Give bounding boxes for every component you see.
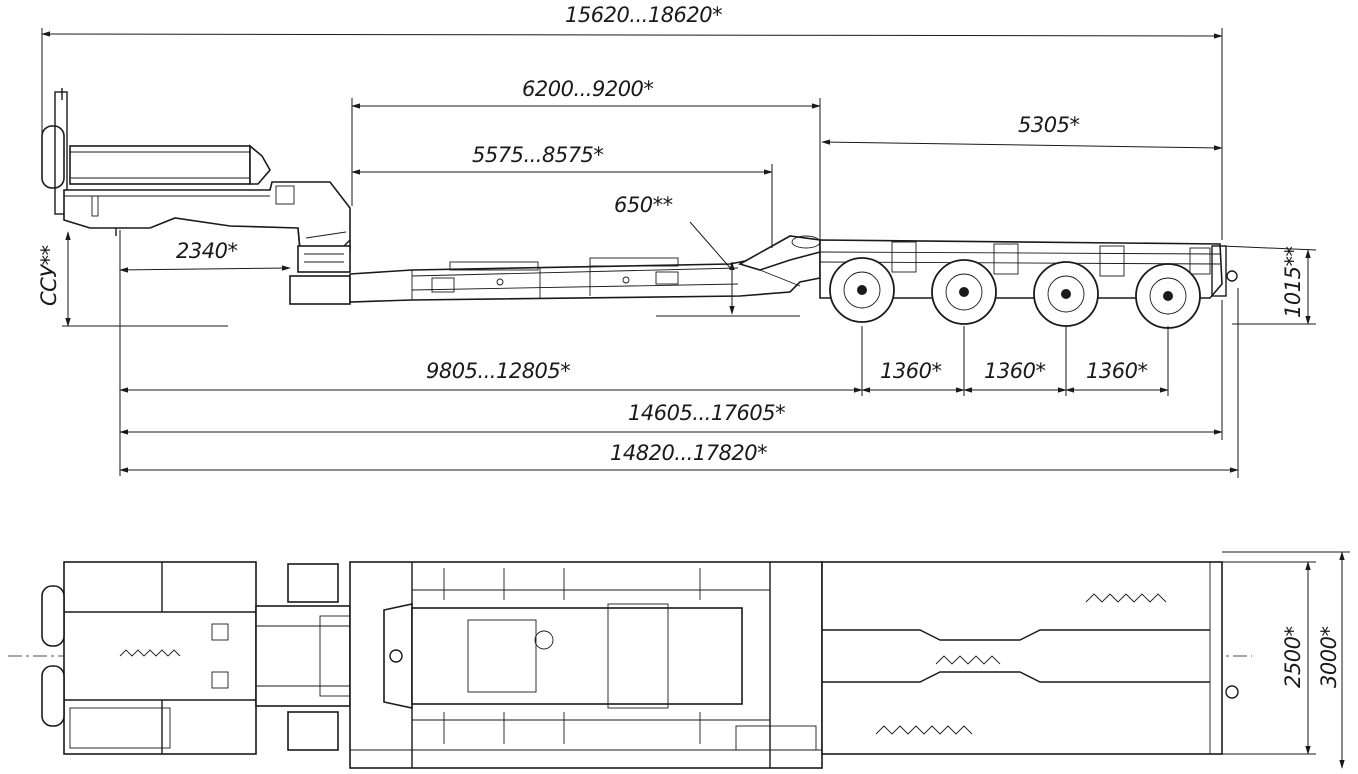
rear-section-top [821,561,1239,755]
wheel-2 [931,259,997,325]
dim-well-length: 5575...8575* [472,143,603,167]
wheel-3 [1033,261,1099,327]
dim-fifth-wheel-height: ССУ** [37,245,61,306]
plan-view: 2500* 3000* [8,551,1350,769]
dim-width-inner: 2500* [1281,627,1305,688]
dim-axle-spacing-3: 1360* [1086,359,1147,383]
gooseneck [41,88,351,305]
lowbed-top [349,561,823,769]
gooseneck-top [41,561,351,755]
dim-deck-height: 1015** [1281,247,1305,318]
wheel-1 [829,257,895,323]
dim-axle-spacing-1: 1360* [880,359,941,383]
dim-kingpin-to-axle: 9805...12805* [426,359,570,383]
rear-section [819,239,1238,299]
dim-length-b: 14820...17820* [610,441,767,465]
side-view: 15620...18620* 6200...9200* 5575...8575*… [37,3,1317,478]
dim-width-outer: 3000* [1317,627,1341,688]
dimension-lines-side [41,28,1317,478]
dim-length-a: 14605...17605* [628,401,785,425]
dim-axle-spacing-2: 1360* [984,359,1045,383]
dim-kingpin-offset: 2340* [176,239,237,263]
wheel-4 [1135,263,1201,329]
dim-well-height: 650** [614,193,673,217]
dim-overall-top: 15620...18620* [565,3,722,27]
dim-rear-section: 5305* [1018,113,1079,137]
dimension-texts-side: 15620...18620* 6200...9200* 5575...8575*… [37,3,1305,465]
lowbed-frame [349,235,821,303]
dim-gooseneck-to-rear: 6200...9200* [522,77,653,101]
dimension-texts-plan: 2500* 3000* [1281,627,1341,688]
dimension-lines-plan [1222,551,1350,769]
